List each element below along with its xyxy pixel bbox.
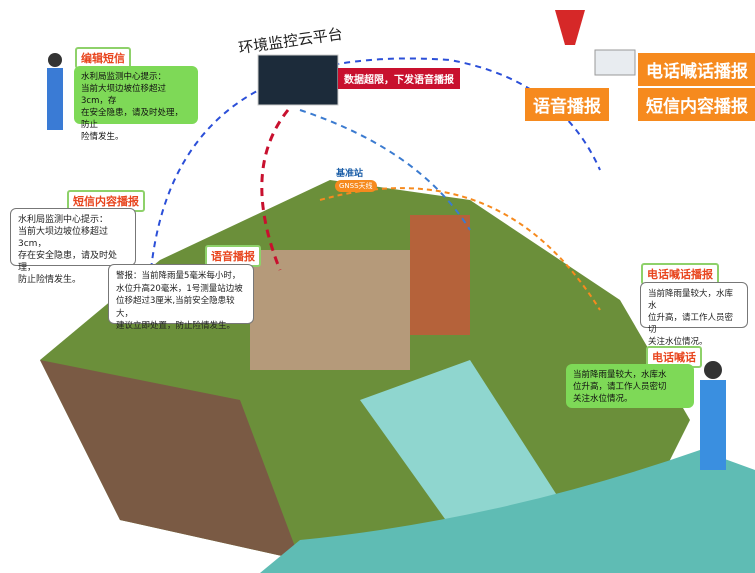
text-line: 位升高，请工作人员密切 bbox=[573, 382, 667, 392]
text-line: 防止险情发生。 bbox=[18, 275, 82, 285]
siren-icon bbox=[555, 10, 585, 45]
waterfall bbox=[360, 360, 560, 540]
text-line: 关注水位情况。 bbox=[573, 394, 633, 404]
person-phone-body bbox=[700, 380, 726, 470]
text-line: 在安全隐患，请及时处理，防止 bbox=[81, 108, 184, 130]
text-line: 存在安全隐患，请及时处理， bbox=[18, 251, 118, 273]
text-line: 位移超过3厘米,当前安全隐患较大， bbox=[116, 296, 235, 319]
tower bbox=[410, 215, 470, 335]
dam-building bbox=[250, 250, 410, 370]
link-blue bbox=[299, 109, 471, 231]
alert-banner: 数据超限，下发语音播报 bbox=[338, 68, 460, 89]
text-line: 当前降雨量较大，水库水 bbox=[648, 289, 734, 311]
text-line: 水位升高20毫米，1号测量站边坡 bbox=[116, 283, 243, 294]
text-line: 水利局监测中心提示： bbox=[18, 215, 109, 225]
person-sms-body bbox=[47, 68, 63, 130]
text-line: 水利局监测中心提示： bbox=[81, 72, 167, 82]
text-line: 警报：当前降雨量5毫米每小时， bbox=[116, 271, 241, 281]
text-line: 险情发生。 bbox=[81, 132, 124, 142]
controller-device-icon bbox=[594, 49, 636, 76]
text-line: 当前降雨量较大，水库水 bbox=[573, 370, 667, 380]
link-arc-blue bbox=[149, 57, 601, 281]
text-line: 关注水位情况。 bbox=[648, 337, 708, 347]
link-voice-red bbox=[260, 109, 290, 271]
text-line: 建议立即处置，防止险情发生。 bbox=[116, 321, 236, 331]
sms-broadcast-badge: 短信内容播报 bbox=[638, 88, 755, 121]
voice-broadcast-badge: 语音播报 bbox=[525, 88, 609, 121]
edit-sms-tag: 编辑短信 bbox=[75, 47, 131, 69]
gnss-antenna-label: GNSS天线 bbox=[335, 180, 377, 192]
base-station-label: 基准站 bbox=[336, 169, 364, 179]
text-line: 当前大坝边坡位移超过3cm，存 bbox=[81, 84, 167, 106]
text-line: 位升高，请工作人员密切 bbox=[648, 313, 734, 335]
person-phone-icon bbox=[704, 361, 722, 379]
river bbox=[260, 450, 755, 573]
text-line: 当前大坝边坡位移超过3cm， bbox=[18, 227, 109, 249]
cliff-left bbox=[40, 360, 300, 560]
monitor-icon bbox=[257, 54, 339, 106]
phone-call-broadcast-badge: 电话喊话播报 bbox=[638, 53, 755, 86]
person-sms-icon bbox=[48, 53, 62, 67]
